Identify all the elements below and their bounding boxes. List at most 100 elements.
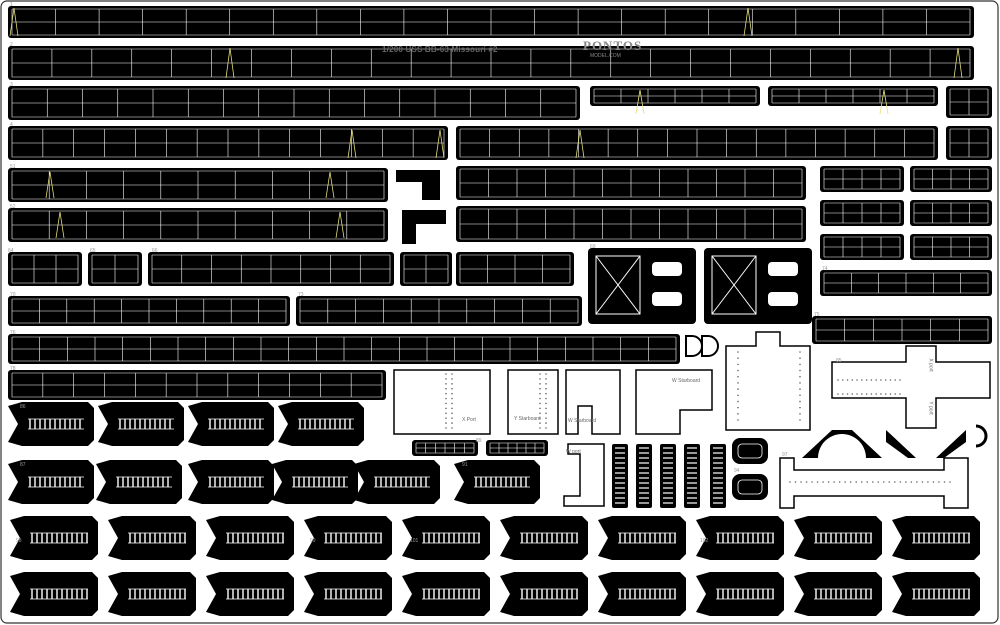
attachment-mark — [55, 211, 61, 239]
attachment-mark — [957, 47, 963, 79]
rivet — [539, 383, 541, 385]
rivet — [799, 400, 801, 403]
inclined-ladder — [354, 460, 440, 504]
rivet — [539, 373, 541, 375]
inclined-ladder — [98, 402, 184, 446]
rivet — [870, 379, 873, 381]
rivet — [851, 393, 854, 395]
inclined-ladder — [892, 572, 980, 616]
rivet — [799, 406, 801, 409]
rivet — [856, 393, 858, 395]
vertical-ladder — [684, 444, 700, 508]
rivet — [545, 378, 547, 380]
railing-part-12 — [8, 208, 388, 242]
ladder-frame — [684, 444, 700, 508]
ladder-frame — [612, 444, 628, 508]
rivet — [445, 422, 447, 424]
ladder-frame — [354, 460, 440, 504]
label-x-port: X Port — [462, 417, 476, 423]
ladder-frame — [304, 516, 392, 560]
inclined-ladder — [794, 572, 882, 616]
grille-part — [732, 474, 768, 500]
grid-block — [820, 166, 904, 192]
inclined-ladder — [206, 516, 294, 560]
attachment-mark — [743, 7, 749, 37]
grille-inner — [737, 479, 763, 495]
rivet — [545, 392, 547, 395]
railing-part-65 — [88, 252, 142, 286]
crane-base — [886, 430, 966, 458]
rivet — [737, 375, 739, 378]
attachment-mark — [575, 129, 581, 159]
rivet — [451, 378, 453, 380]
rivet — [545, 397, 547, 400]
part-number: 52 — [10, 204, 16, 210]
rivet — [849, 481, 852, 483]
attachment-mark — [635, 89, 641, 115]
rivet — [799, 382, 801, 384]
railing-part-6 — [946, 86, 992, 118]
panel-w-starboard-2 — [635, 369, 713, 435]
rivet — [545, 422, 547, 424]
rivet — [539, 402, 541, 405]
railing-part-11 — [456, 166, 806, 200]
ladder-frame — [304, 572, 392, 616]
part-number: 86 — [20, 404, 26, 410]
ladder-frame — [500, 572, 588, 616]
rivet — [932, 481, 935, 483]
rivet — [916, 481, 918, 483]
attachment-mark — [45, 171, 51, 199]
ladder-frame — [696, 516, 784, 560]
inclined-ladder — [272, 460, 358, 504]
attachment-mark — [229, 47, 235, 79]
ladder-frame — [598, 572, 686, 616]
ladder-frame — [794, 516, 882, 560]
attachment-mark — [879, 89, 885, 115]
rivet — [899, 379, 901, 381]
part-number: 78 — [10, 366, 16, 372]
inclined-ladder — [892, 516, 980, 560]
rivet — [880, 379, 882, 381]
rivet — [938, 481, 940, 483]
rivet — [877, 481, 880, 483]
rivet — [737, 406, 739, 409]
part-number: 102 — [700, 538, 709, 544]
railing-part-66 — [148, 252, 394, 286]
grid-block — [820, 234, 904, 260]
rivet — [451, 392, 453, 395]
part-number: 85 — [836, 358, 842, 364]
railing-part-76 — [8, 334, 680, 364]
rivet — [851, 379, 854, 381]
rivet — [822, 481, 824, 483]
rivet — [894, 393, 897, 395]
rivet — [949, 481, 951, 483]
rivet — [445, 412, 447, 415]
railing-part-4 — [590, 86, 760, 106]
rivet — [875, 379, 877, 381]
ladder-frame — [636, 444, 652, 508]
rivet — [539, 397, 541, 400]
hatch-cross — [711, 255, 757, 315]
inclined-ladder — [598, 516, 686, 560]
rivet — [737, 394, 739, 397]
attachment-mark — [329, 171, 335, 199]
attachment-mark — [639, 89, 645, 115]
part-number: 66 — [152, 248, 158, 254]
vertical-ladder — [612, 444, 628, 508]
ladder-frame — [892, 572, 980, 616]
attachment-mark — [579, 129, 585, 159]
ladder-frame — [710, 444, 726, 508]
inclined-ladder — [500, 516, 588, 560]
rivet — [844, 481, 846, 483]
rivet — [884, 393, 887, 395]
rivet — [861, 379, 863, 381]
label-y-port: Y port — [927, 401, 934, 415]
rivet — [888, 481, 891, 483]
inclined-ladder — [96, 460, 182, 504]
ladder-frame — [206, 572, 294, 616]
rivet — [737, 400, 739, 403]
rivet — [910, 481, 913, 483]
brand-site: MODEL.COM — [590, 53, 621, 59]
rivet — [737, 419, 739, 421]
label-w-port: W port — [566, 449, 581, 455]
